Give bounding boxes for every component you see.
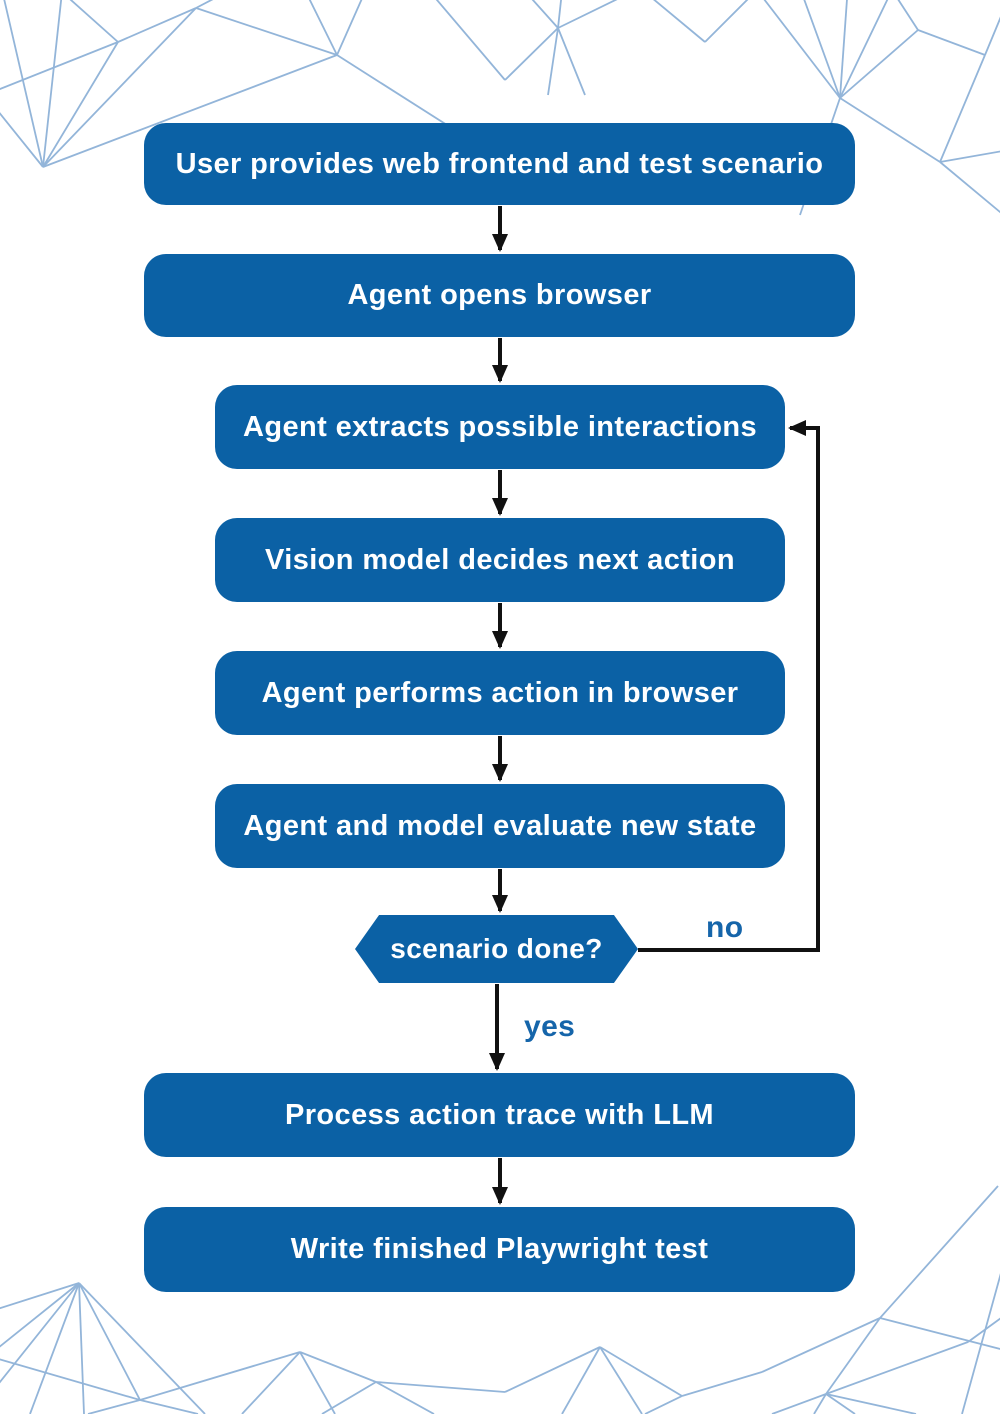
flow-node-label: User provides web frontend and test scen… (175, 147, 824, 180)
flow-decision-scenario-done: scenario done? (355, 915, 638, 983)
flow-node-label: Write finished Playwright test (290, 1233, 709, 1265)
flow-node-vision-model-decides: Vision model decides next action (215, 518, 785, 602)
flow-node-label: scenario done? (390, 933, 603, 964)
flow-node-label: Agent opens browser (347, 279, 652, 311)
mesh-decoration-bottom (0, 1185, 1000, 1414)
flow-node-label: Agent and model evaluate new state (243, 809, 757, 842)
flow-node-label: Vision model decides next action (265, 543, 735, 576)
flow-node-user-provides-frontend: User provides web frontend and test scen… (144, 123, 855, 205)
flow-node-write-playwright-test: Write finished Playwright test (144, 1207, 855, 1292)
flow-node-label: Process action trace with LLM (285, 1098, 714, 1131)
flow-node-agent-extracts-interactions: Agent extracts possible interactions (215, 385, 785, 469)
flow-node-agent-performs-action: Agent performs action in browser (215, 651, 785, 735)
edge-label-no: no (706, 911, 744, 944)
flow-node-evaluate-new-state: Agent and model evaluate new state (215, 784, 785, 868)
edge-n7-n3-no-loop (638, 420, 820, 952)
flow-node-label: Agent performs action in browser (261, 676, 739, 709)
flow-node-label: Agent extracts possible interactions (243, 410, 757, 443)
edge-label-yes: yes (524, 1010, 576, 1043)
flow-node-agent-opens-browser: Agent opens browser (144, 254, 855, 337)
flow-node-process-action-trace: Process action trace with LLM (144, 1073, 855, 1157)
